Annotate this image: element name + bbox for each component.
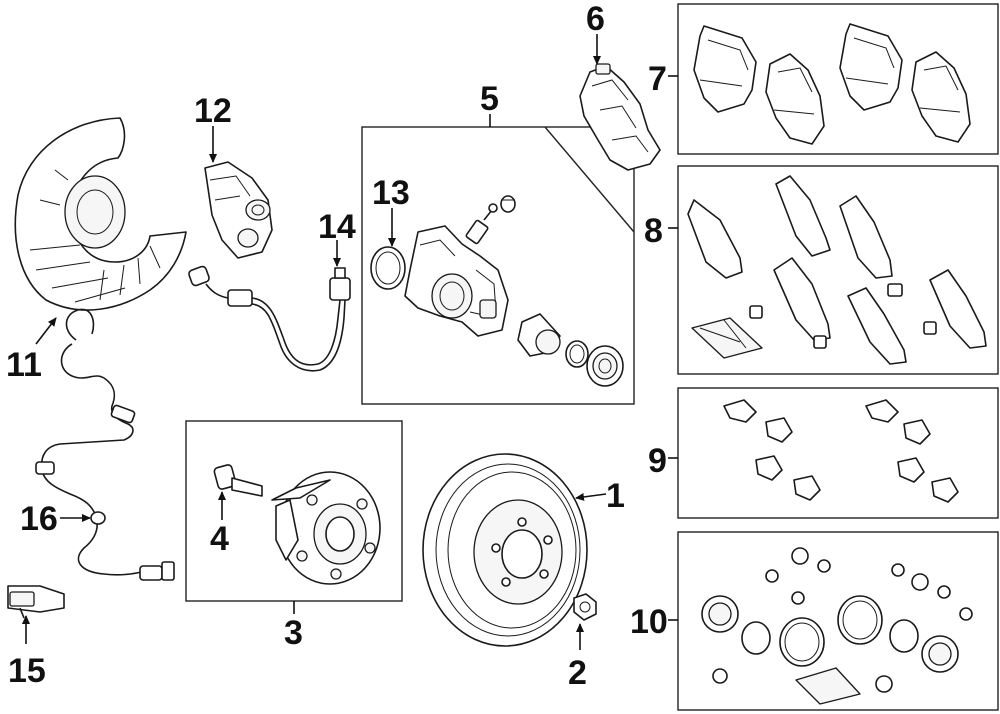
wheel-hub: [271, 471, 381, 585]
bleeder-cap: [500, 195, 516, 213]
callout-5: 5: [480, 80, 499, 118]
caliper-piston: [517, 313, 561, 357]
callout-2: 2: [568, 654, 587, 692]
callout-7: 7: [648, 60, 667, 98]
box-clips: [677, 387, 999, 519]
lug-nut: [573, 593, 597, 621]
brake-hose: [188, 265, 351, 372]
pad-kit: [687, 175, 987, 365]
piston-seal: [565, 340, 589, 368]
callout-1: 1: [606, 477, 625, 515]
abs-sensor: [7, 585, 65, 619]
callout-11: 11: [6, 346, 42, 384]
callout-13: 13: [372, 174, 410, 212]
brake-pads: [693, 23, 971, 145]
callout-16: 16: [20, 500, 58, 538]
caliper-housing: [404, 225, 509, 337]
brake-rotor: [422, 453, 588, 647]
callout-9: 9: [648, 442, 667, 480]
box-pad-kit: [677, 165, 999, 375]
caliper-o-ring: [370, 246, 406, 290]
caliper-bracket: [579, 63, 661, 171]
callout-12: 12: [194, 92, 232, 130]
callout-10: 10: [630, 603, 668, 641]
callout-14: 14: [318, 208, 356, 246]
box-seal-kit: [677, 531, 999, 711]
piston-boot: [586, 345, 624, 387]
callout-4: 4: [210, 520, 229, 558]
bleeder-screw: [465, 203, 498, 245]
dust-shield: [14, 117, 187, 311]
abs-sensor-wire: [35, 308, 175, 581]
callout-15: 15: [8, 652, 46, 690]
box-caliper-assembly: [361, 126, 635, 405]
callout-8: 8: [644, 212, 663, 250]
caliper-mount-part: [204, 161, 273, 259]
pad-clips: [723, 399, 959, 503]
leader-lines: [22, 34, 678, 650]
seal-kit: [701, 547, 973, 705]
box-pads: [677, 3, 999, 155]
callout-6: 6: [586, 0, 605, 38]
box-caliper-assembly-notch: [544, 126, 635, 233]
wheel-hub-bolt: [213, 464, 263, 497]
callout-3: 3: [284, 614, 303, 652]
